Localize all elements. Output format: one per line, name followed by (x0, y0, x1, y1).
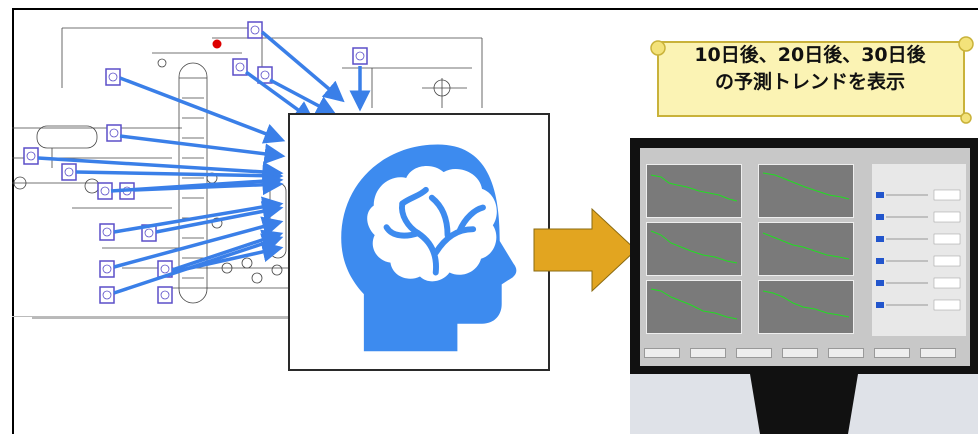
screen-button (920, 348, 956, 358)
trend-chart-6 (758, 280, 854, 334)
callout-line-1: 10日後、20日後、30日後 (694, 44, 926, 66)
trend-chart-5 (646, 280, 742, 334)
trend-chart-3 (646, 222, 742, 276)
screen-button (690, 348, 726, 358)
screen-button (644, 348, 680, 358)
baseline-rule (12, 316, 532, 317)
screen-button (782, 348, 818, 358)
screen-button-row (644, 348, 966, 358)
trend-chart-4 (758, 222, 854, 276)
brain-head-icon (341, 144, 517, 352)
legend-panel (872, 164, 966, 336)
ai-brain-box (288, 113, 550, 371)
prediction-screen (640, 148, 970, 366)
process-diagram (12, 8, 488, 324)
screen-button (736, 348, 772, 358)
screen-button (828, 348, 864, 358)
callout-text: 10日後、20日後、30日後 の予測トレンドを表示 (660, 42, 960, 96)
trend-chart-2 (758, 164, 854, 218)
diagram-frame (12, 8, 978, 434)
right-arrow-icon (530, 205, 642, 295)
callout-line-2: の予測トレンドを表示 (714, 71, 905, 93)
callout-scroll (648, 34, 978, 124)
screen-button (874, 348, 910, 358)
trend-chart-1 (646, 164, 742, 218)
